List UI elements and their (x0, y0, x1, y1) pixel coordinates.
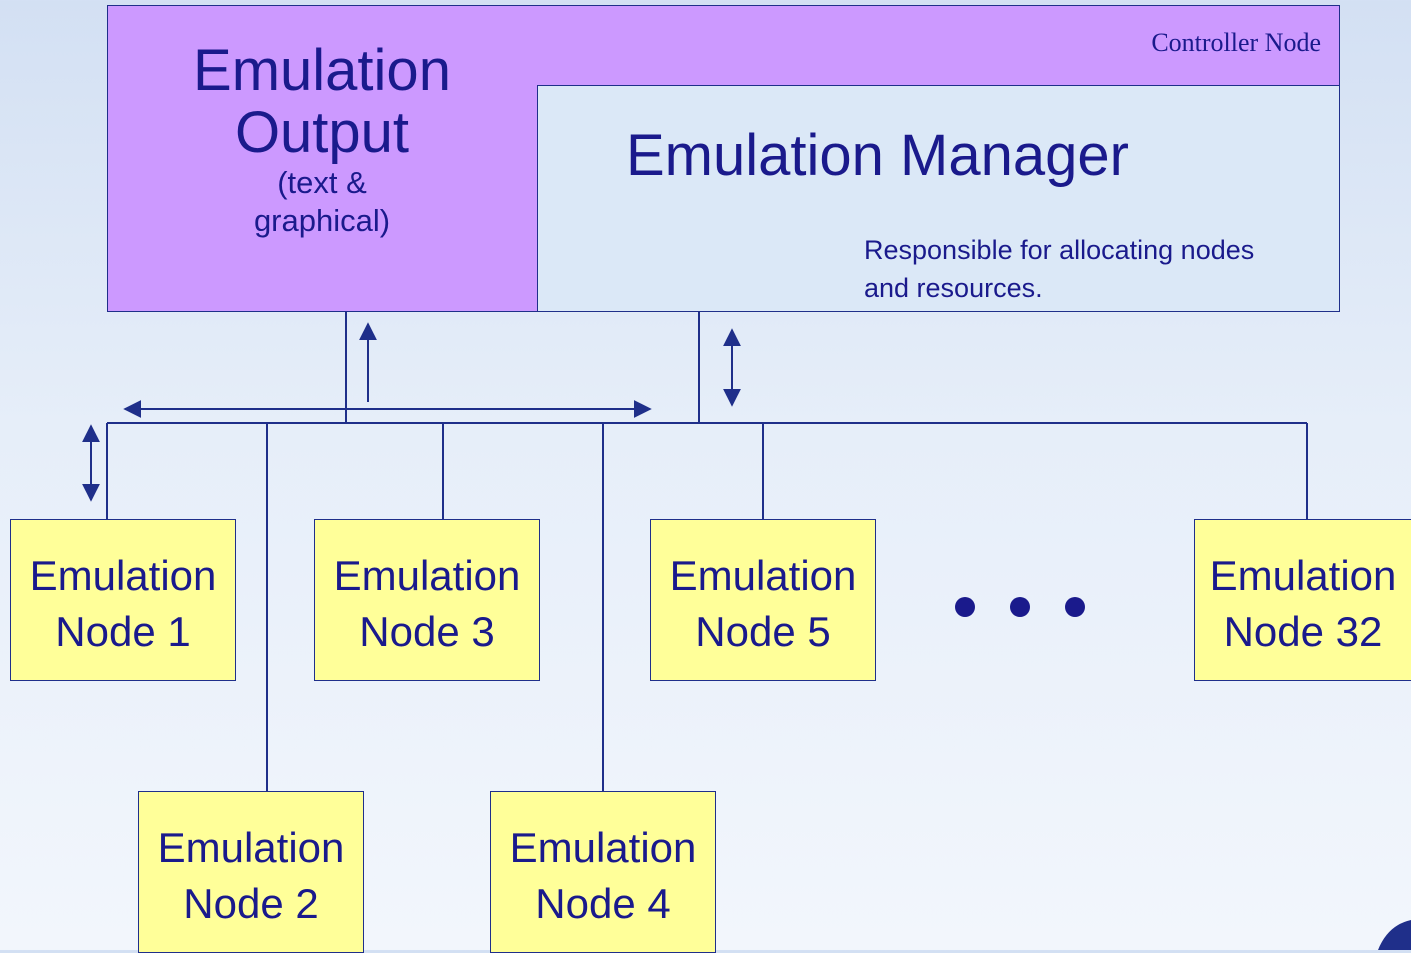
node-label-line-2: Node 2 (183, 880, 319, 927)
node-label-line-1: Emulation (157, 824, 345, 871)
node-label-line-2: Node 3 (359, 608, 495, 655)
output-subtitle-line-1: (text & (277, 165, 367, 200)
ellipsis-dot-2 (1010, 597, 1030, 617)
output-title-line-1: Emulation (193, 38, 451, 103)
emulation-node-4: Emulation Node 4 (490, 791, 716, 953)
manager-desc-line-1: Responsible for allocating nodes (864, 235, 1255, 265)
controller-node-label: Controller Node (1151, 28, 1321, 57)
node-label-line-2: Node 1 (55, 608, 191, 655)
emulation-node-32: Emulation Node 32 (1194, 519, 1411, 681)
node-label-line-2: Node 4 (535, 880, 671, 927)
node-label-line-1: Emulation (1209, 552, 1397, 599)
emulation-manager-description: Responsible for allocating nodes and res… (864, 231, 1254, 307)
node-label-line-2: Node 32 (1223, 608, 1383, 655)
output-title-line-2: Output (234, 100, 410, 165)
emulation-node-5: Emulation Node 5 (650, 519, 876, 681)
emulation-node-2: Emulation Node 2 (138, 791, 364, 953)
node-label-line-1: Emulation (29, 552, 217, 599)
emulation-manager: Emulation Manager Responsible for alloca… (537, 85, 1340, 312)
output-subtitle-line-2: graphical) (253, 203, 391, 238)
emulation-output: Emulation Output (text & graphical) (107, 40, 537, 240)
manager-desc-line-2: and resources. (864, 273, 1043, 303)
node-label-line-1: Emulation (669, 552, 857, 599)
ellipsis-dot-1 (955, 597, 975, 617)
node-label-line-2: Node 5 (695, 608, 831, 655)
node-label-line-1: Emulation (509, 824, 697, 871)
emulation-node-1: Emulation Node 1 (10, 519, 236, 681)
corner-decoration (1378, 920, 1411, 950)
ellipsis-dot-3 (1065, 597, 1085, 617)
emulation-node-3: Emulation Node 3 (314, 519, 540, 681)
node-label-line-1: Emulation (333, 552, 521, 599)
emulation-manager-title: Emulation Manager (626, 123, 1129, 188)
